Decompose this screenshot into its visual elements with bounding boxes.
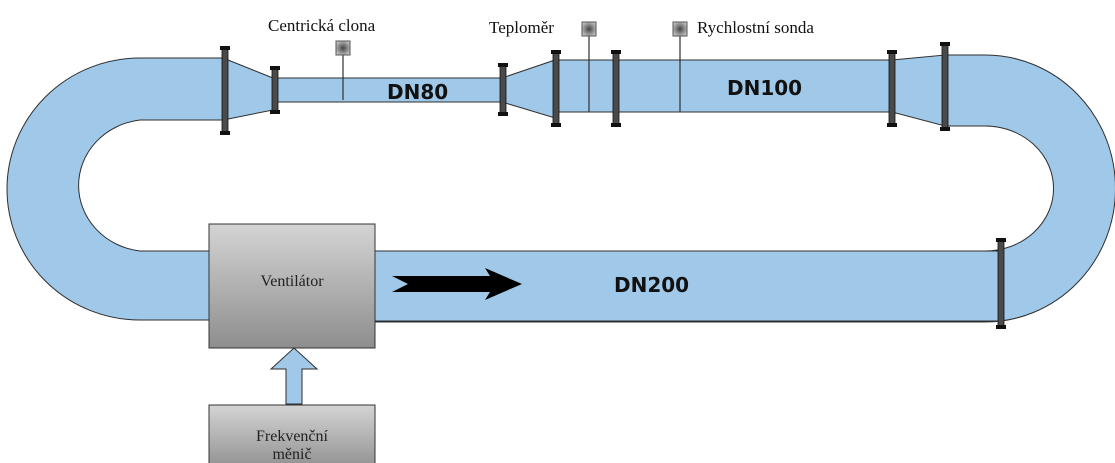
dn80-label: DN80 bbox=[387, 80, 448, 104]
flange-bolt-icon bbox=[940, 42, 950, 46]
left-bend bbox=[6, 57, 224, 321]
pipe-flange-icon bbox=[271, 67, 279, 113]
vfd-label-line2: měnič bbox=[272, 446, 311, 463]
flange-bolt-icon bbox=[220, 46, 230, 50]
pipe-flange-icon bbox=[221, 47, 229, 134]
right-expander bbox=[891, 54, 946, 127]
flange-bolt-icon bbox=[498, 112, 508, 116]
flange-bolt-icon bbox=[611, 50, 621, 54]
flow-direction-arrow-icon bbox=[392, 268, 522, 300]
pipe-flange-icon bbox=[499, 64, 507, 115]
dn100-label: DN100 bbox=[727, 76, 802, 100]
vfd-label-line1: Frekvenční bbox=[256, 428, 329, 445]
velocity-probe-label: Rychlostní sonda bbox=[697, 18, 814, 37]
fan-label: Ventilátor bbox=[260, 273, 324, 290]
thermometer-label: Teploměr bbox=[489, 18, 554, 37]
pipe-flange-icon bbox=[997, 239, 1005, 328]
mid-expander bbox=[501, 59, 556, 119]
fan-box: Ventilátor bbox=[208, 223, 376, 349]
sensor-stems bbox=[342, 34, 681, 112]
orifice-label: Centrická clona bbox=[268, 16, 376, 35]
flange-bolt-icon bbox=[887, 50, 897, 54]
flange-bolt-icon bbox=[220, 131, 230, 135]
sensors bbox=[335, 21, 688, 56]
thermometer-sensor-icon bbox=[581, 21, 597, 37]
dn80-section bbox=[272, 77, 503, 103]
dn100-section bbox=[554, 59, 893, 113]
pipe-flange-icon bbox=[612, 51, 620, 126]
feed-arrow-up-icon bbox=[269, 347, 319, 405]
flange-bolt-icon bbox=[611, 123, 621, 127]
pipe-flange-icon bbox=[552, 51, 560, 126]
pipe-flange-icon bbox=[888, 51, 896, 126]
vfd-box: Frekvenční měnič bbox=[208, 404, 376, 463]
pipe-loop bbox=[6, 54, 1115, 323]
flange-bolt-icon bbox=[551, 50, 561, 54]
flange-bolt-icon bbox=[996, 238, 1006, 242]
flange-bolt-icon bbox=[551, 123, 561, 127]
velocity-probe-sensor-icon bbox=[672, 21, 688, 37]
flange-bolt-icon bbox=[940, 127, 950, 131]
orifice-sensor-icon bbox=[335, 40, 351, 56]
dn200-label: DN200 bbox=[614, 273, 689, 297]
flange-bolt-icon bbox=[270, 110, 280, 114]
flange-bolt-icon bbox=[996, 325, 1006, 329]
flange-bolt-icon bbox=[498, 63, 508, 67]
flange-bolt-icon bbox=[887, 123, 897, 127]
pipe-flange-icon bbox=[941, 43, 949, 130]
flanges bbox=[220, 42, 1006, 329]
flange-bolt-icon bbox=[270, 66, 280, 70]
left-reducer bbox=[222, 57, 274, 121]
